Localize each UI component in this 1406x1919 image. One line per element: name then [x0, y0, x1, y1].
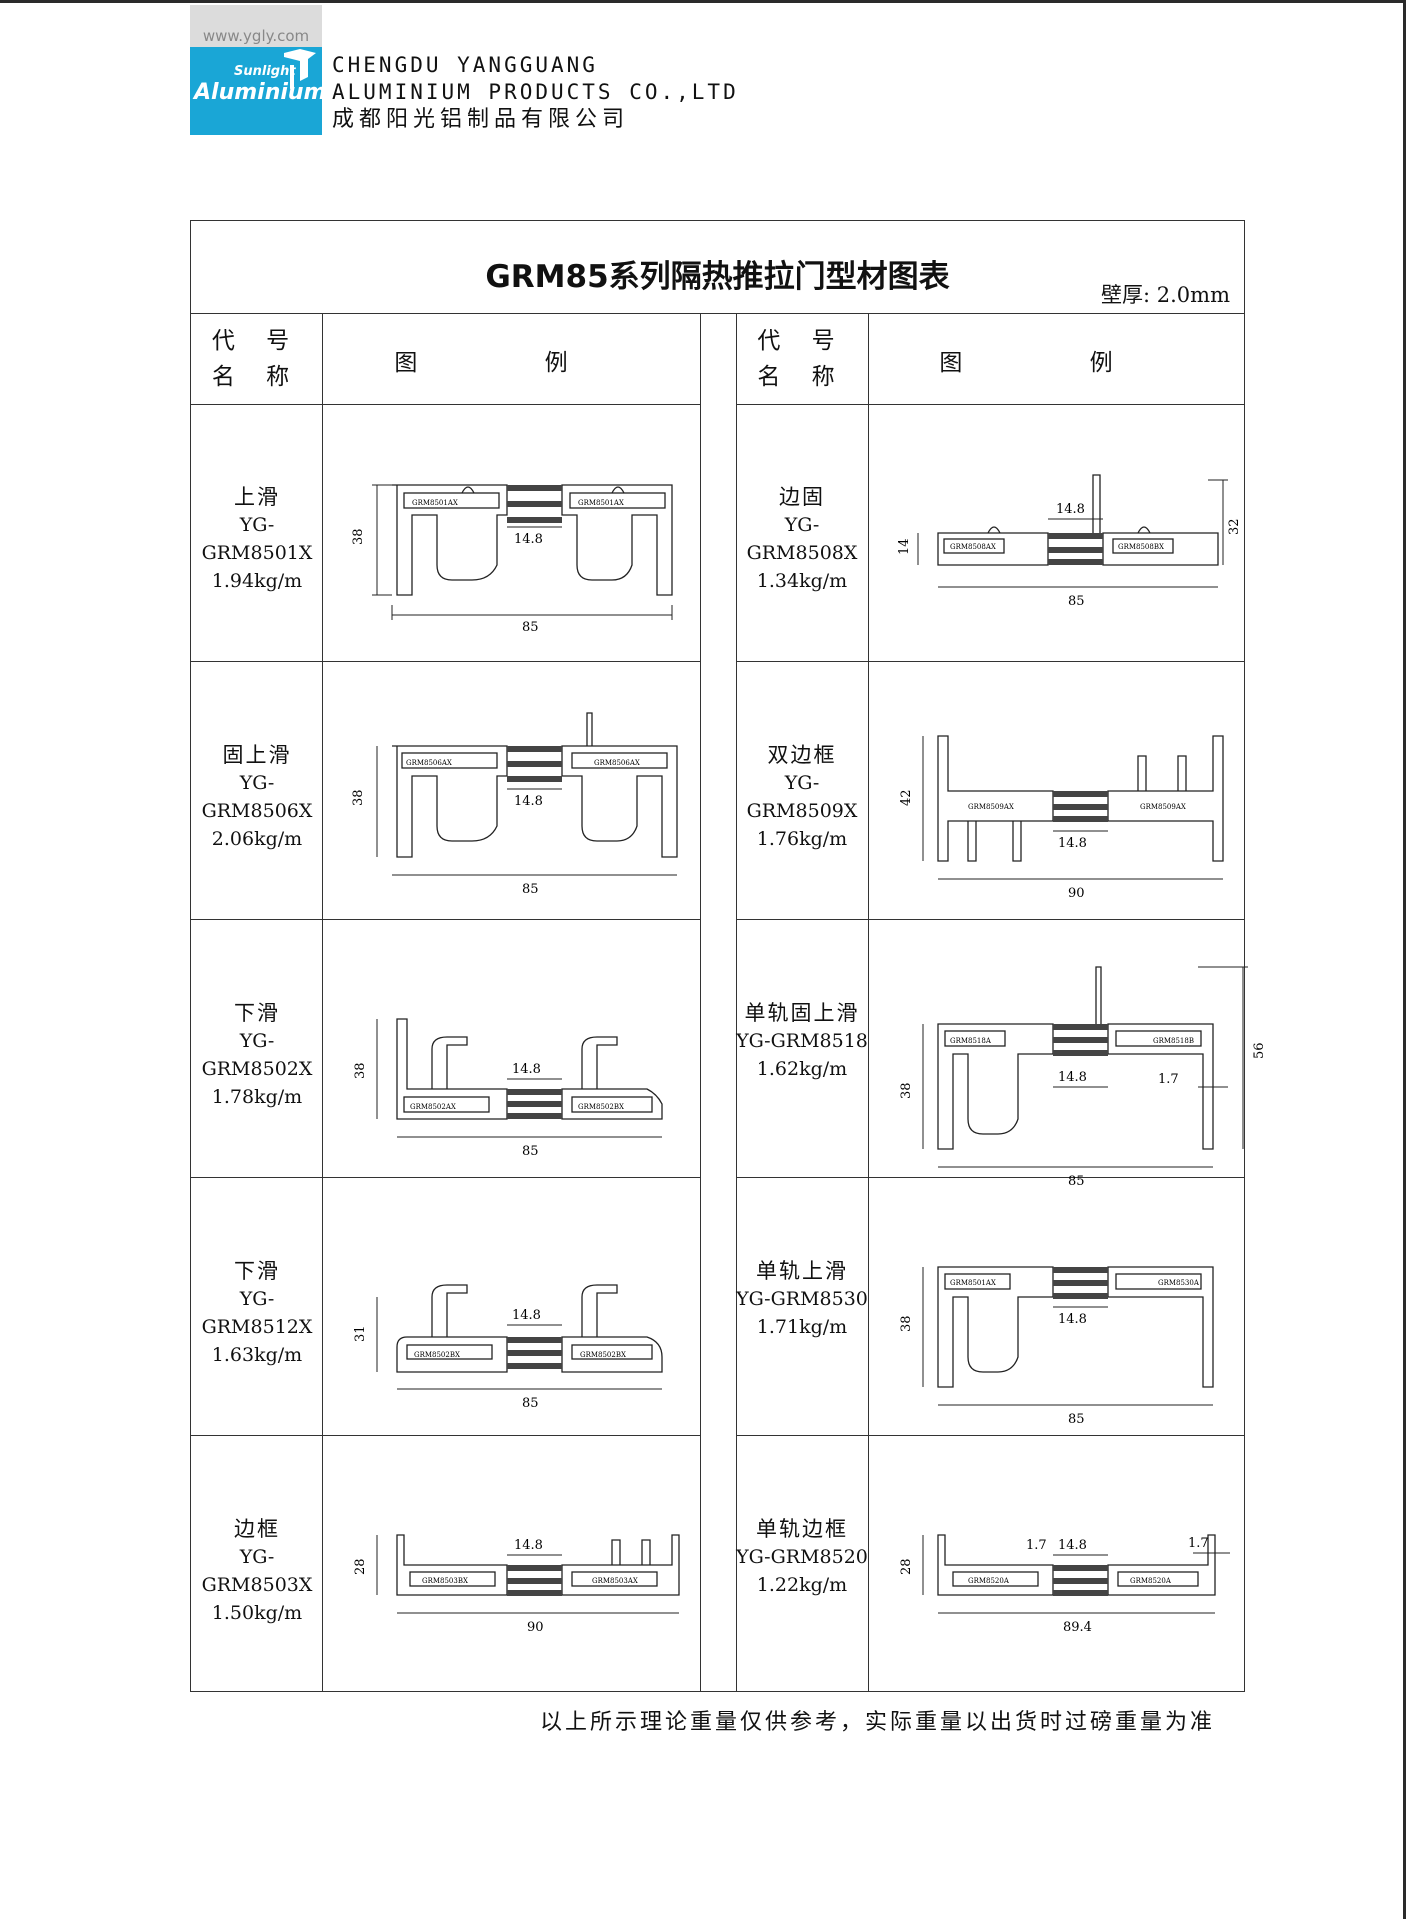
dim-gap-2: 1.7 [1026, 1538, 1047, 1553]
part-label: GRM8509AX [968, 803, 1014, 811]
dim-gap: 14.8 [514, 532, 543, 547]
dim-width: 85 [1068, 1412, 1085, 1427]
part-label: GRM8501AX [412, 499, 458, 507]
part-label: GRM8502BX [414, 1351, 460, 1359]
dim-width: 85 [522, 620, 539, 635]
part-label: GRM8509AX [1140, 803, 1186, 811]
dim-gap: 14.8 [1058, 1070, 1087, 1085]
part-label: GRM8503BX [422, 1577, 468, 1585]
part-label: GRM8503AX [592, 1577, 638, 1585]
company-logo: www.ygly.com Sunlight Aluminium [190, 5, 327, 135]
dim-gap: 14.8 [514, 794, 543, 809]
part-label: GRM8518B [1153, 1037, 1194, 1045]
profile-label: 单轨边框 YG-GRM8520 1.22kg/m [736, 1517, 868, 1596]
company-name-en-2: ALUMINIUM PRODUCTS CO.,LTD [332, 80, 739, 104]
table-title: GRM85系列隔热推拉门型材图表 [485, 259, 950, 295]
dim-gap: 14.8 [1058, 1538, 1087, 1553]
dim-height: 42 [899, 789, 914, 806]
profile-label: 单轨固上滑 YG-GRM8518 1.62kg/m [736, 1001, 868, 1080]
dim-gap-3: 1.7 [1188, 1536, 1209, 1551]
company-name-en-1: CHENGDU YANGGUANG [332, 53, 598, 77]
dim-width: 90 [1068, 886, 1085, 901]
dim-width: 85 [1068, 1174, 1085, 1189]
dim-gap: 14.8 [1058, 836, 1087, 851]
header-code-left: 代 号 名 称 [211, 328, 302, 390]
part-label: GRM8520A [1130, 1577, 1172, 1585]
profile-drawing-grm8509x: 42 90 14.8 GRM8509AX GRM8509AX [899, 735, 1224, 901]
profile-drawing-grm8530: 38 85 14.8 GRM8501AX GRM8530A [899, 1266, 1214, 1427]
dim-gap: 14.8 [512, 1308, 541, 1323]
profile-label: 上滑 YG-GRM8501X 1.94kg/m [201, 485, 313, 592]
dim-height-2: 56 [1252, 1042, 1267, 1059]
logo-mark-icon [284, 49, 316, 89]
dim-height: 14 [897, 538, 912, 555]
part-label: GRM8508BX [1118, 543, 1164, 551]
profile-drawing-grm8518: 38 56 85 14.8 1.7 GRM8518A GRM8518B [899, 966, 1267, 1189]
dim-height: 38 [351, 528, 366, 545]
profile-drawing-grm8512x: 31 85 14.8 GRM8502BX GRM8502BX [353, 1284, 663, 1411]
dim-height: 38 [351, 789, 366, 806]
page-border-top [0, 0, 1406, 3]
dim-gap-2: 1.7 [1158, 1072, 1179, 1087]
dim-gap: 14.8 [512, 1062, 541, 1077]
dim-width: 85 [522, 1144, 539, 1159]
dim-height: 38 [353, 1062, 368, 1079]
dim-width: 90 [527, 1620, 544, 1635]
profile-drawing-grm8501x: 38 85 14.8 GRM8501AX GRM8501AX [351, 484, 673, 635]
part-label: GRM8508AX [950, 543, 996, 551]
dim-height: 38 [899, 1315, 914, 1332]
page-border-right [1403, 0, 1406, 1919]
dim-height: 28 [899, 1558, 914, 1575]
profile-label: 双边框 YG-GRM8509X 1.76kg/m [746, 743, 858, 850]
part-label: GRM8506AX [594, 759, 640, 767]
part-label: GRM8502AX [410, 1103, 456, 1111]
profile-label: 边固 YG-GRM8508X 1.34kg/m [746, 485, 858, 592]
header-code-right: 代 号 名 称 [757, 328, 847, 390]
company-name: CHENGDU YANGGUANG ALUMINIUM PRODUCTS CO.… [332, 52, 739, 133]
part-label: GRM8518A [950, 1037, 992, 1045]
profile-label: 下滑 YG-GRM8512X 1.63kg/m [201, 1259, 313, 1366]
logo-url: www.ygly.com [202, 27, 310, 45]
part-label: GRM8520A [968, 1577, 1010, 1585]
company-name-cn: 成都阳光铝制品有限公司 [332, 107, 630, 132]
dim-height-2: 32 [1227, 518, 1242, 535]
dim-width: 85 [522, 882, 539, 897]
profile-label: 下滑 YG-GRM8502X 1.78kg/m [201, 1001, 313, 1108]
dim-height: 28 [353, 1558, 368, 1575]
dim-width: 85 [1068, 594, 1085, 609]
dim-gap: 14.8 [1056, 502, 1085, 517]
part-label: GRM8506AX [406, 759, 452, 767]
part-label: GRM8502BX [580, 1351, 626, 1359]
logo-text-aluminium: Aluminium [194, 80, 327, 105]
logo-text-sunlight: Sunlight [234, 64, 296, 79]
part-label: GRM8502BX [578, 1103, 624, 1111]
profile-drawing-grm8508x: 14 32 85 14.8 GRM8508AX GRM8508BX [897, 474, 1242, 609]
part-label: GRM8530A [1158, 1279, 1200, 1287]
part-label: GRM8501AX [950, 1279, 996, 1287]
profile-label: 固上滑 YG-GRM8506X 2.06kg/m [201, 743, 313, 850]
profile-drawing-grm8503x: 28 90 14.8 GRM8503BX GRM8503AX [353, 1534, 680, 1635]
part-label: GRM8501AX [578, 499, 624, 507]
dim-gap: 14.8 [514, 1538, 543, 1553]
profile-table: GRM85系列隔热推拉门型材图表 壁厚: 2.0mm 代 号 名 称 图 例 代… [190, 220, 1267, 1692]
header-figure-right: 图 例 [939, 350, 1173, 376]
dim-height: 38 [899, 1082, 914, 1099]
profile-label: 边框 YG-GRM8503X 1.50kg/m [201, 1517, 313, 1624]
profile-drawing-grm8520: 28 89.4 14.8 1.7 1.7 GRM8520A GRM8520A [899, 1534, 1230, 1635]
wall-thickness: 壁厚: 2.0mm [1101, 283, 1230, 307]
profile-drawing-grm8506x: 38 85 14.8 GRM8506AX GRM8506AX [351, 712, 678, 897]
dim-gap: 14.8 [1058, 1312, 1087, 1327]
header-figure-left: 图 例 [394, 350, 628, 376]
profile-label: 单轨上滑 YG-GRM8530 1.71kg/m [736, 1259, 868, 1338]
footer-note: 以上所示理论重量仅供参考，实际重量以出货时过磅重量为准 [540, 1710, 1216, 1735]
profile-drawing-grm8502x: 38 85 14.8 GRM8502AX GRM8502BX [353, 1018, 663, 1159]
dim-width: 85 [522, 1396, 539, 1411]
dim-height: 31 [353, 1325, 368, 1342]
dim-width: 89.4 [1063, 1620, 1092, 1635]
